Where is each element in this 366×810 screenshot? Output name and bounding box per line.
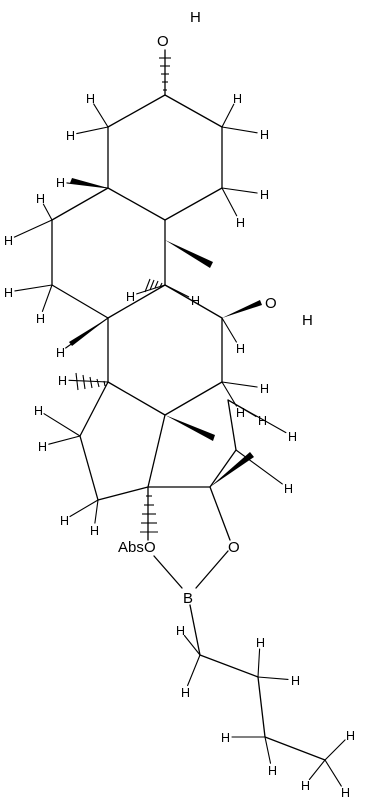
hydroxyl-hydrogen-top: H [190, 9, 201, 26]
ch-bond [69, 499, 99, 518]
explicit-hydrogens: H H H H H H H H H H H H H H H H H H H H H H H H H H H H H H H H H H [4, 92, 355, 800]
ch-bond [183, 634, 201, 656]
hydrogen-label: H [176, 624, 185, 638]
hydrogen-label: H [341, 786, 350, 800]
hydrogen-label: H [346, 729, 355, 743]
ch-bond [308, 759, 326, 781]
ch-bond [66, 182, 109, 189]
hydroxyl-oxygen-mid: O [265, 295, 277, 312]
hydrogen-label: H [4, 234, 13, 248]
ring-oxygen-right: O [228, 539, 240, 556]
ch-bond [14, 284, 53, 292]
hydrogen-label: H [288, 430, 297, 444]
hydrogen-label: H [181, 686, 190, 700]
hydrogen-label: H [36, 312, 45, 326]
ch-bond [257, 676, 289, 680]
ch-bond [76, 126, 109, 135]
hydrogen-label: H [56, 346, 65, 360]
hydrogen-label: H [260, 188, 269, 202]
hydrogen-label: H [284, 482, 293, 496]
hydrogen-label: H [236, 342, 245, 356]
overlapping-label: Abs [118, 539, 144, 556]
ch-bond [221, 317, 237, 343]
skeleton-bonds [51, 49, 326, 761]
ch-bond [136, 284, 166, 295]
ch-bond [221, 381, 258, 388]
hydrogen-label: H [236, 216, 245, 230]
ch-bond [235, 449, 283, 485]
ch-bond [42, 203, 53, 221]
hydrogen-label: H [291, 674, 300, 688]
hydrogen-label: H [191, 294, 200, 308]
ch-bond [13, 219, 53, 238]
ch-bond [48, 435, 81, 445]
hydrogen-label: H [90, 524, 99, 538]
ch-bond [43, 413, 81, 437]
ch-bond [227, 399, 287, 434]
ch-bond [187, 654, 201, 687]
hydrogen-label: H [56, 176, 65, 190]
ch-bond [68, 379, 109, 383]
ch-bond [264, 736, 272, 764]
hydrogen-label: H [258, 414, 267, 428]
hydrogen-label: H [60, 514, 69, 528]
hydrogen-label: H [126, 290, 135, 304]
ch-bond [221, 126, 258, 134]
ch-bond [93, 103, 109, 128]
hydrogen-label: H [86, 92, 95, 106]
hydrogen-label: H [233, 92, 242, 106]
ch-bond [65, 317, 109, 349]
hydrogen-label: H [36, 192, 45, 206]
hydrogen-label: H [34, 404, 43, 418]
ch-bond [94, 499, 99, 524]
ch-bond [257, 648, 261, 678]
hydrogen-label: H [256, 636, 265, 650]
hydrogen-label: H [38, 440, 47, 454]
boron-atom: B [183, 590, 193, 607]
hydrogen-label: H [4, 286, 13, 300]
hydroxyl-oxygen-top: O [157, 33, 169, 50]
ch-bond [41, 284, 53, 312]
ch-bond [221, 103, 235, 128]
ch-bond [164, 284, 190, 298]
hydroxyl-hydrogen-mid: H [302, 312, 313, 329]
ch-bond [324, 739, 346, 761]
hydrogen-label: H [236, 406, 245, 420]
hydrogen-label: H [268, 764, 277, 778]
heteroatom-labels: O H O H O Abs O B [118, 9, 313, 607]
hydrogen-label: H [260, 128, 269, 142]
ch-bond [324, 759, 342, 787]
hydrogen-label: H [66, 129, 75, 143]
hydrogen-label: H [58, 374, 67, 388]
ch-bond [221, 381, 237, 407]
hydrogen-label: H [221, 731, 230, 745]
ch-bond [221, 187, 258, 194]
ring-oxygen-left: O [144, 539, 156, 556]
ch-bond [221, 187, 238, 217]
hydrogen-label: H [260, 382, 269, 396]
hydrogen-label: H [301, 779, 310, 793]
